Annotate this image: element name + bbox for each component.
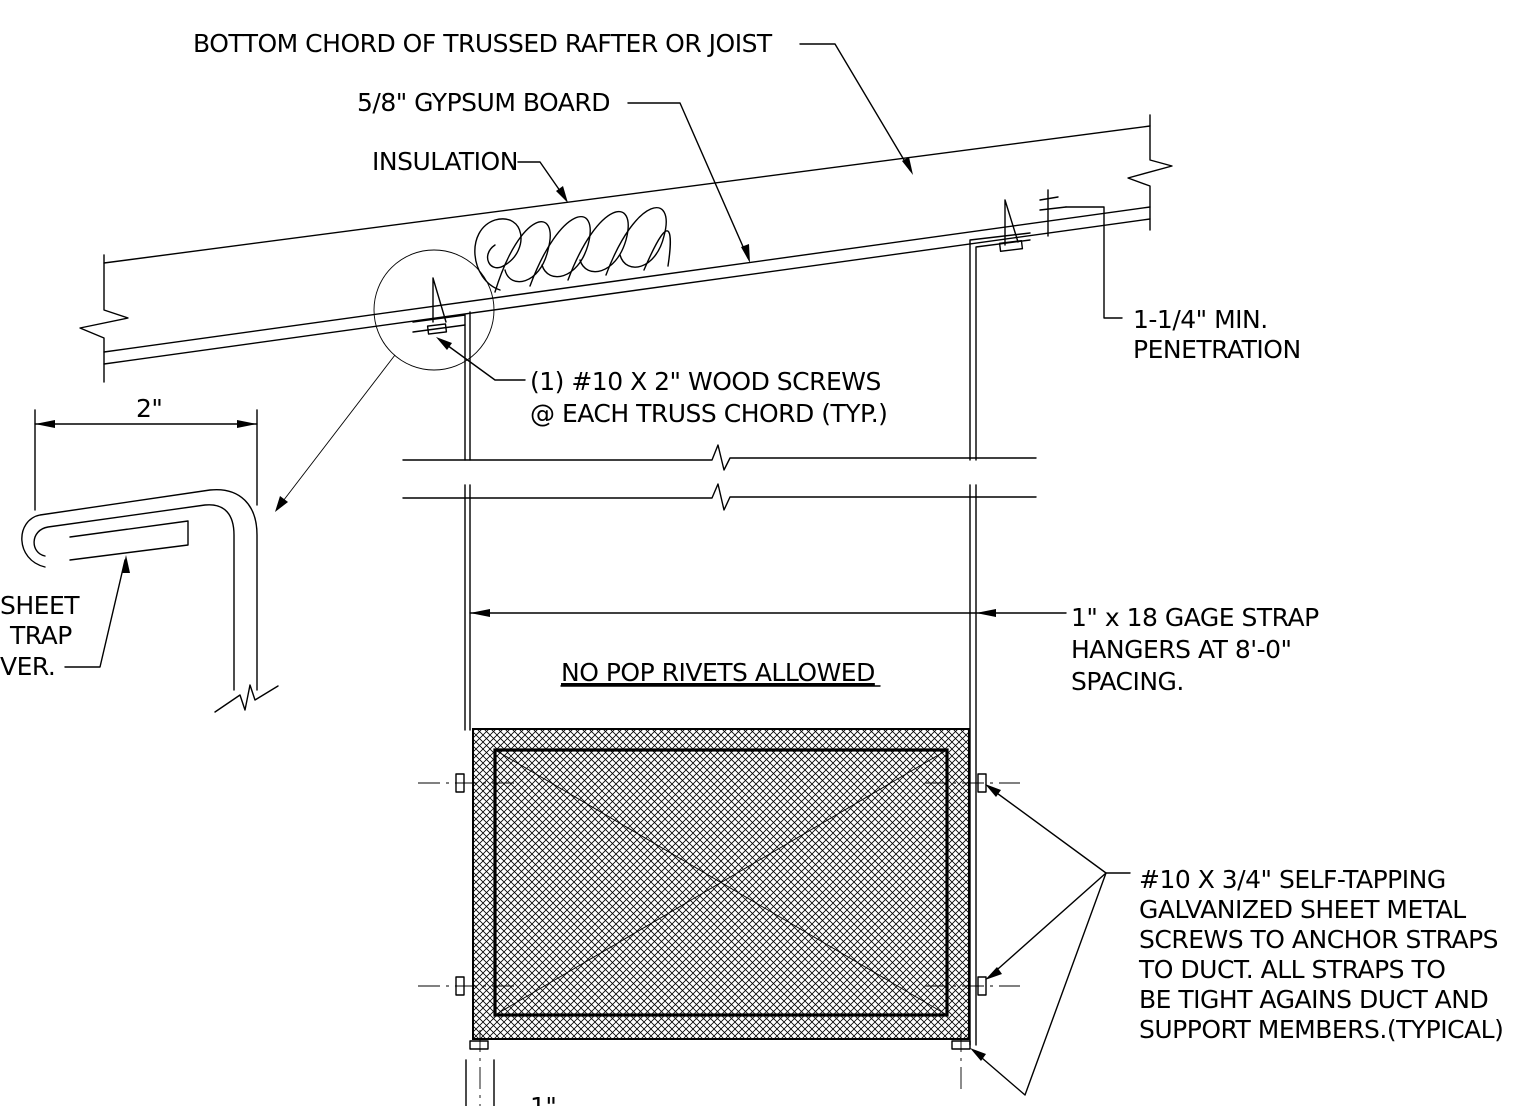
- label-sheet-strap-3: VER.: [0, 652, 55, 681]
- detail-callout-circle: [373, 249, 495, 371]
- label-bottom-chord: BOTTOM CHORD OF TRUSSED RAFTER OR JOIST: [193, 29, 773, 58]
- label-strap-hangers-2: HANGERS AT 8'-0": [1071, 635, 1292, 664]
- label-no-pop-rivets: NO POP RIVETS ALLOWED: [561, 658, 875, 687]
- label-sheet-strap-1: SHEET: [0, 591, 80, 620]
- truss-chord: [79, 114, 1173, 383]
- label-self-tapping-4: TO DUCT. ALL STRAPS TO: [1138, 955, 1445, 984]
- label-self-tapping-5: BE TIGHT AGAINS DUCT AND: [1139, 985, 1488, 1014]
- label-self-tapping-1: #10 X 3/4" SELF-TAPPING: [1139, 865, 1446, 894]
- strap-break-lines: [402, 444, 1037, 511]
- label-self-tapping-3: SCREWS TO ANCHOR STRAPS: [1139, 925, 1498, 954]
- label-wood-screws-2: @ EACH TRUSS CHORD (TYP.): [530, 399, 887, 428]
- label-wood-screws-1: (1) #10 X 2" WOOD SCREWS: [530, 367, 881, 396]
- duct-section: [472, 728, 970, 1040]
- left-strap-hanger: [412, 277, 471, 731]
- label-bottom-dimension: 1": [530, 1092, 556, 1106]
- label-dimension-2in: 2": [136, 394, 162, 423]
- right-strap-hanger: [969, 189, 1067, 1046]
- label-penetration-2: PENETRATION: [1133, 335, 1301, 364]
- label-self-tapping-6: SUPPORT MEMBERS.(TYPICAL): [1139, 1015, 1503, 1044]
- label-strap-hangers-3: SPACING.: [1071, 667, 1184, 696]
- label-strap-hangers-1: 1" x 18 GAGE STRAP: [1071, 603, 1319, 632]
- insulation-batt-symbol: [474, 206, 671, 293]
- strap-bend-detail: [21, 409, 279, 713]
- label-self-tapping-2: GALVANIZED SHEET METAL: [1139, 895, 1466, 924]
- detail-arrowhead: [275, 496, 288, 512]
- strap-width-dimension: [469, 609, 1067, 617]
- label-insulation: INSULATION: [372, 147, 518, 176]
- label-gypsum-board: 5/8" GYPSUM BOARD: [357, 88, 610, 117]
- leader-lines: [436, 43, 1131, 1096]
- detail-callout-leader: [279, 354, 396, 506]
- label-penetration-1: 1-1/4" MIN.: [1133, 305, 1268, 334]
- label-sheet-strap-2: TRAP: [9, 621, 72, 650]
- duct-screws: [418, 773, 1020, 1106]
